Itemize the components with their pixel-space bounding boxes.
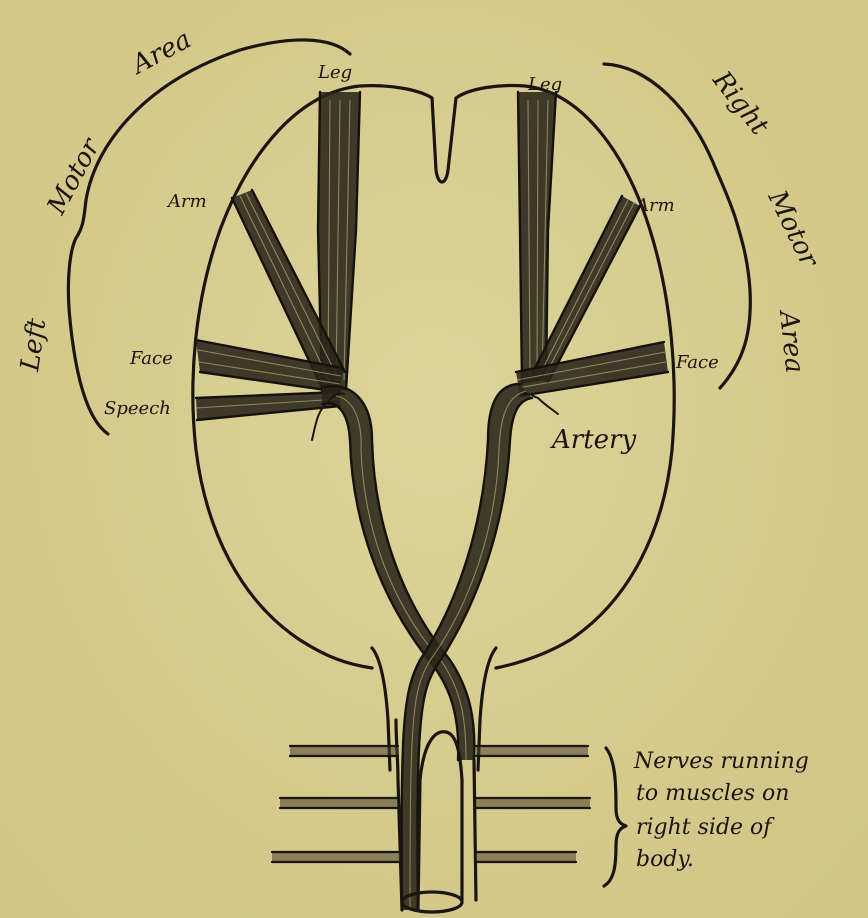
left-motor-area-word-2: Motor	[41, 132, 107, 220]
face-label-left: Face	[129, 348, 173, 369]
nerves-note-line-4: body.	[636, 847, 694, 872]
left-descending-tract	[322, 386, 474, 760]
right-motor-area-word-3: Area	[773, 308, 810, 375]
arm-label-right: Arm	[634, 195, 675, 216]
nerves-bracket	[604, 748, 626, 886]
spinal-nerves-left	[272, 746, 400, 862]
right-motor-area-label: Right Motor Area	[706, 65, 825, 374]
right-motor-area-word-2: Motor	[761, 185, 825, 273]
spinal-cord-inner-right	[446, 732, 462, 900]
speech-label: Speech	[104, 398, 171, 419]
leg-label-left: Leg	[317, 62, 352, 83]
arm-label-left: Arm	[166, 191, 207, 212]
artery-label: Artery	[550, 425, 636, 455]
face-label-right: Face	[675, 352, 719, 373]
nerves-note-line-3: right side of	[636, 815, 775, 840]
leg-label-right: Leg	[527, 74, 562, 95]
right-motor-area-word-1: Right	[706, 65, 775, 141]
spinal-nerves-right	[476, 746, 590, 862]
left-motor-area-word-1: Left	[15, 316, 52, 374]
longitudinal-fissure	[432, 98, 456, 182]
nerves-note: Nerves running to muscles on right side …	[633, 749, 809, 872]
spinal-cord-right	[474, 760, 476, 900]
nerves-note-line-2: to muscles on	[636, 781, 789, 806]
nerves-note-line-1: Nerves running	[633, 749, 809, 774]
spinal-cord-inner-left	[418, 732, 446, 910]
